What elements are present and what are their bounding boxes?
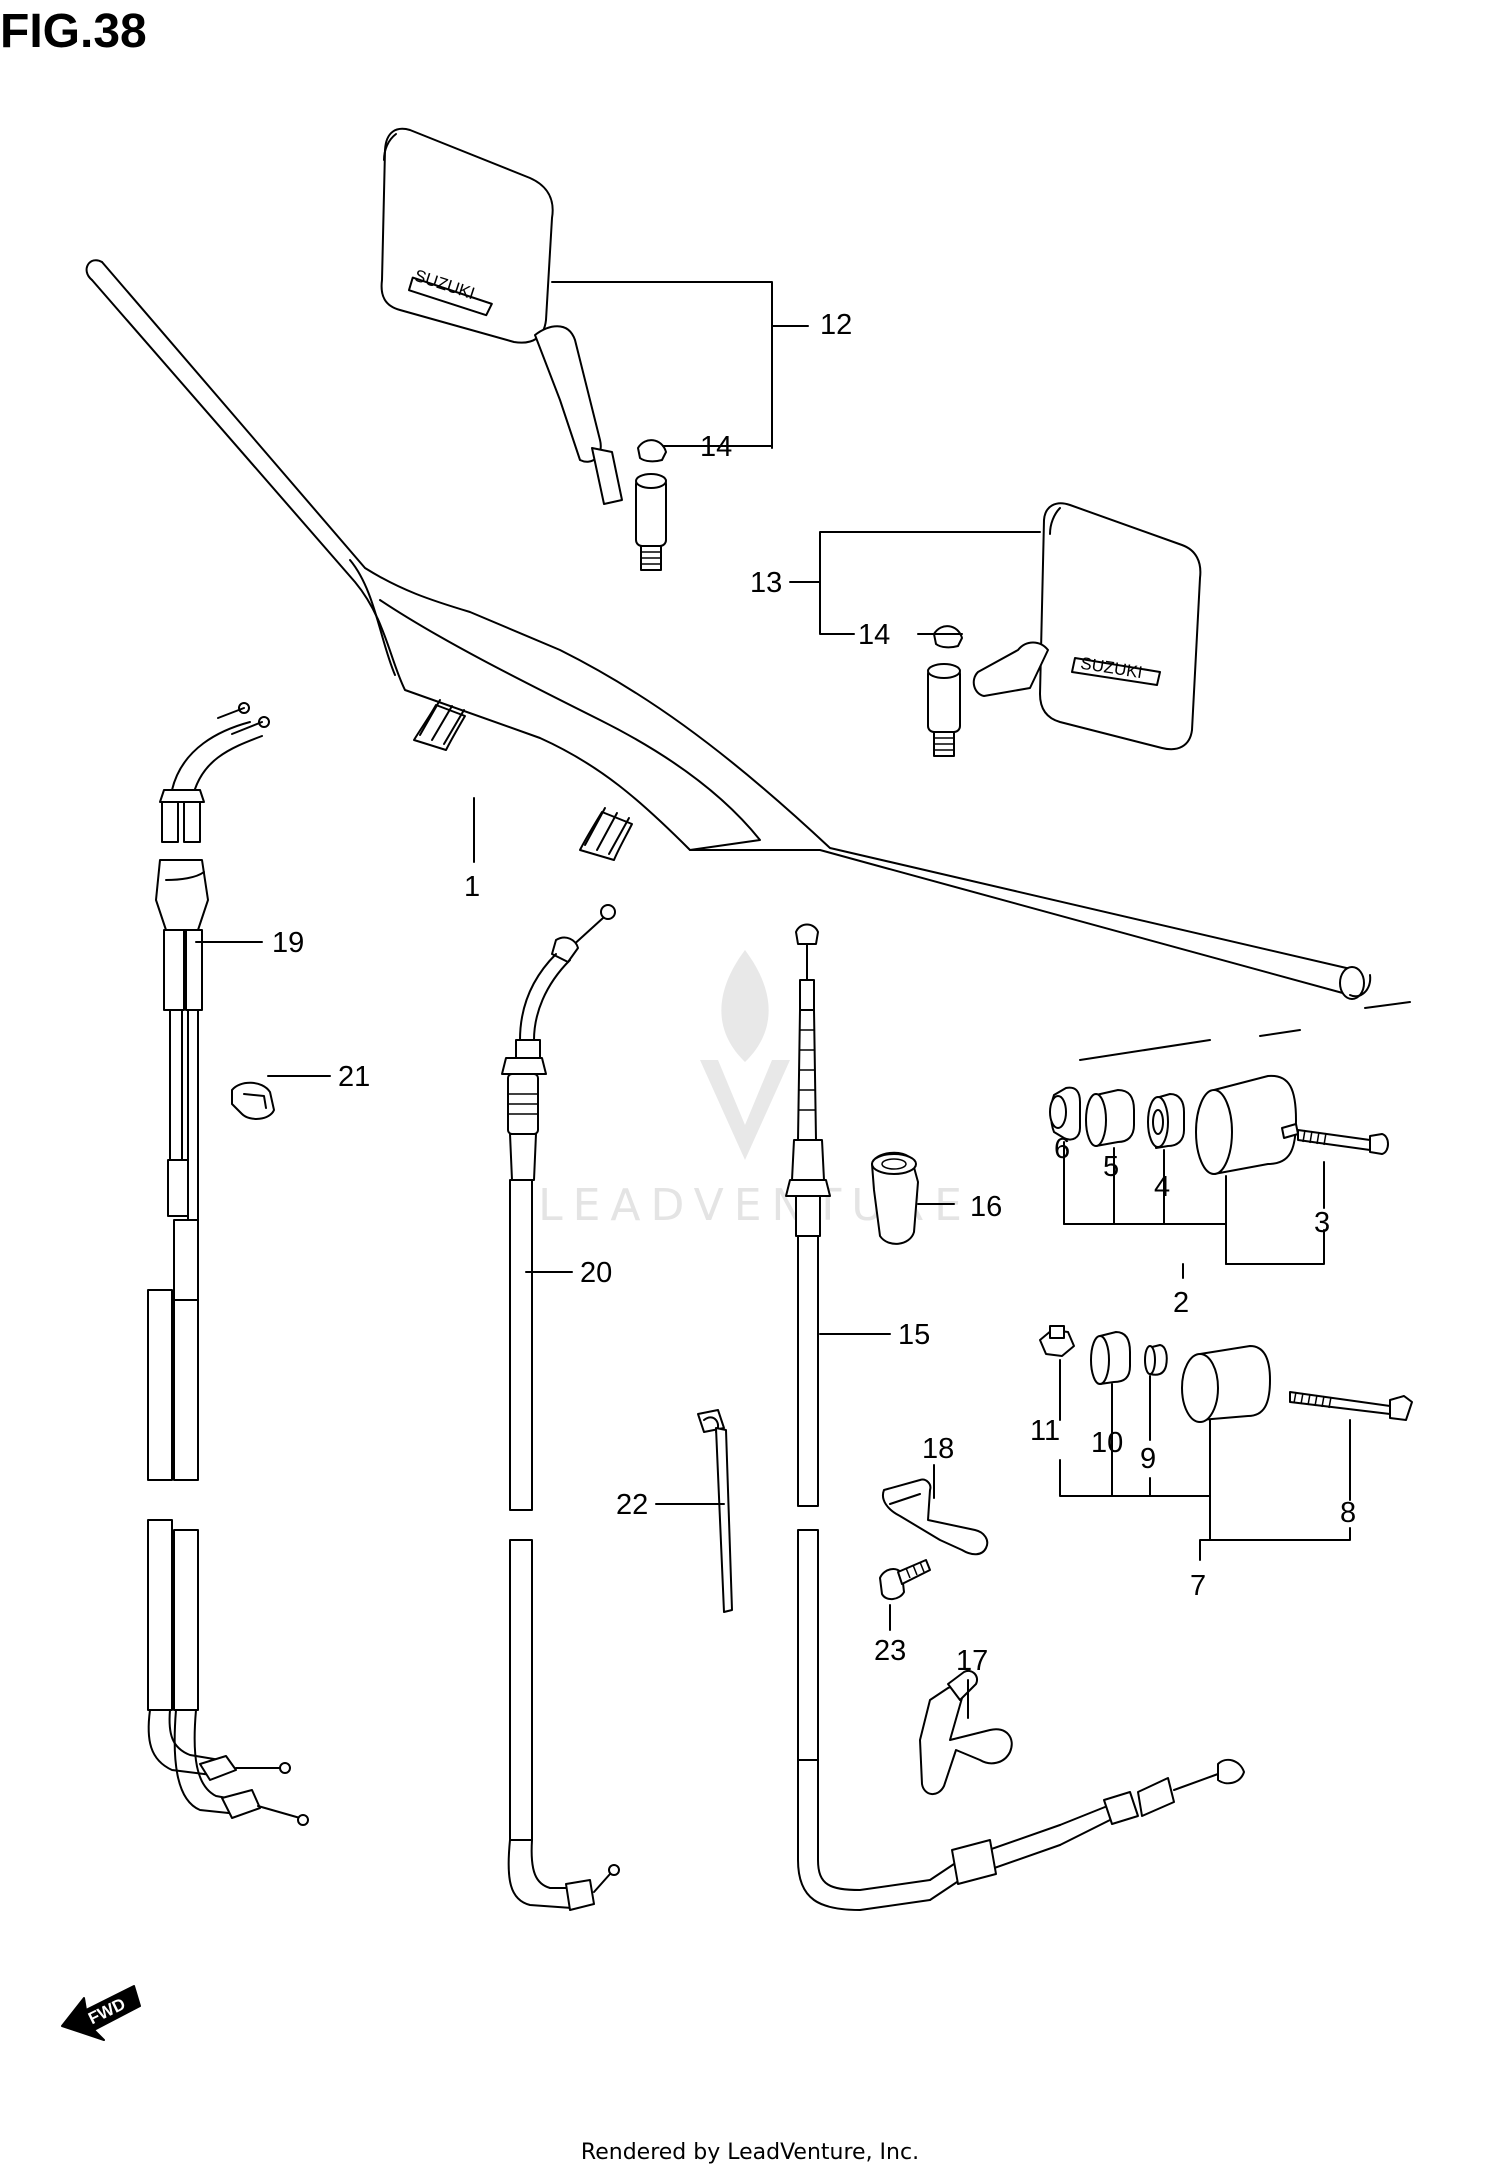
knurl-band-right — [579, 807, 633, 861]
callout-2: 2 — [1173, 1287, 1189, 1319]
choke-cable — [501, 904, 620, 1911]
callout-21: 21 — [338, 1061, 370, 1093]
callout-3: 3 — [1314, 1207, 1330, 1239]
callout-1: 1 — [464, 871, 480, 903]
callout-10: 10 — [1091, 1427, 1123, 1459]
callout-18: 18 — [922, 1433, 954, 1465]
cable-clip — [231, 1081, 275, 1120]
callout-9: 9 — [1140, 1443, 1156, 1475]
cable-holder — [882, 1478, 989, 1556]
callout-17: 17 — [956, 1645, 988, 1677]
callout-labels: 1 2 3 4 5 6 7 8 9 10 11 12 13 14 14 15 1… — [272, 309, 1356, 1677]
leader-lines — [195, 281, 1351, 1719]
bar-end-weight-assembly-lower — [1039, 1325, 1413, 1423]
clutch-cable — [785, 923, 1245, 1911]
figure-title: FIG.38 — [0, 5, 147, 58]
cable-tie — [697, 1409, 733, 1613]
callout-20: 20 — [580, 1257, 612, 1289]
callout-11: 11 — [1030, 1415, 1060, 1447]
footer-credit: Rendered by LeadVenture, Inc. — [580, 2140, 920, 2165]
callout-15: 15 — [898, 1319, 930, 1351]
cable-boot — [871, 1151, 919, 1245]
callout-12: 12 — [820, 309, 852, 341]
callout-22: 22 — [616, 1489, 648, 1521]
cable-bracket — [919, 1670, 1013, 1795]
mirror-left: SUZUKI — [380, 127, 667, 571]
forward-arrow: FWD — [61, 1985, 141, 2041]
callout-14-right-mirror: 14 — [858, 619, 890, 651]
handlebar — [85, 259, 1411, 1061]
callout-14-left-mirror: 14 — [700, 431, 732, 463]
callout-19: 19 — [272, 927, 304, 959]
callout-13: 13 — [750, 567, 782, 599]
knurl-band-left — [413, 699, 466, 751]
watermark-logo — [700, 950, 790, 1160]
callout-4: 4 — [1154, 1171, 1170, 1203]
callout-8: 8 — [1340, 1497, 1356, 1529]
callout-5: 5 — [1103, 1151, 1119, 1183]
mirror-right: SUZUKI — [927, 502, 1202, 757]
callout-16: 16 — [970, 1191, 1002, 1223]
callout-6: 6 — [1054, 1133, 1070, 1165]
bolt — [879, 1559, 931, 1600]
bar-end-weight-assembly-upper — [1049, 1074, 1389, 1175]
callout-23: 23 — [874, 1635, 906, 1667]
throttle-cable — [147, 702, 309, 1826]
callout-7: 7 — [1190, 1570, 1206, 1602]
